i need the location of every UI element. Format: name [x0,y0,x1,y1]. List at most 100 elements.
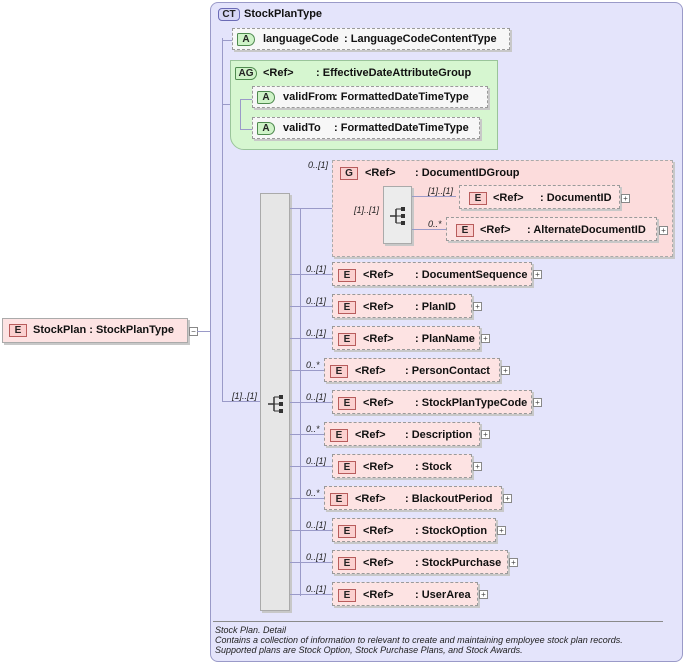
element-name: : AlternateDocumentID [527,224,646,236]
element-ref: <Ref> [363,333,394,345]
connector [222,401,260,402]
group-badge: G [340,167,358,180]
element-badge: E [456,224,474,237]
connector [240,129,254,130]
sequence-multiplicity: [1]..[1] [232,391,258,401]
element-StockOption[interactable]: E<Ref>: StockOption [332,518,496,542]
expand-toggle[interactable]: + [659,226,668,235]
element-StockPurchase[interactable]: E <Ref> : StockPurchase [332,550,508,574]
expand-toggle[interactable]: + [473,462,482,471]
attribute-type: : FormattedDateTimeType [334,122,469,134]
connector [222,38,223,401]
element-badge: E [338,589,356,602]
group-ref: <Ref> [365,167,396,179]
element-Stock[interactable]: E <Ref> : Stock [332,454,472,478]
expand-toggle[interactable]: + [533,398,542,407]
element-multiplicity: 0..[1] [306,328,327,338]
connector [290,562,332,563]
connector [412,196,456,197]
element-ref: <Ref> [363,589,394,601]
element-Description[interactable]: E <Ref> : Description [324,422,480,446]
expand-toggle[interactable]: + [621,194,630,203]
group-multiplicity: 0..[1] [308,160,329,170]
expand-toggle[interactable]: + [497,526,506,535]
expand-toggle[interactable]: + [509,558,518,567]
attribute-badge: A [257,91,275,104]
element-ref: <Ref> [355,429,386,441]
attribute-type: : LanguageCodeContentType [344,33,497,45]
attribute-badge: A [237,33,255,46]
attribute-badge: A [257,122,275,135]
choice-compositor[interactable] [383,186,412,244]
expand-toggle[interactable]: + [481,430,490,439]
choice-multiplicity: [1]..[1] [354,205,380,215]
element-multiplicity: [1]..[1] [428,186,454,196]
element-UserArea[interactable]: E <Ref> : UserArea [332,582,478,606]
element-name: : Stock [415,461,452,473]
connector [240,99,241,129]
connector [290,274,332,275]
expand-toggle[interactable]: + [479,590,488,599]
element-ref: <Ref> [363,397,394,409]
element-badge: E [9,324,27,337]
expand-toggle[interactable]: + [533,270,542,279]
element-StockPlanTypeCode[interactable]: E<Ref>: StockPlanTypeCode [332,390,532,414]
element-multiplicity: 0..[1] [306,392,327,402]
element-AlternateDocumentID[interactable]: E <Ref> : AlternateDocumentID [446,217,657,241]
element-ref: <Ref> [363,557,394,569]
element-badge: E [338,269,356,282]
expand-toggle[interactable]: + [503,494,512,503]
connector [222,104,234,105]
attribute-validTo[interactable]: A validTo : FormattedDateTimeType [252,117,480,139]
connector [290,530,332,531]
element-name: : PlanID [415,301,456,313]
attribute-group-ref: <Ref> [263,67,294,79]
attribute-languageCode[interactable]: A languageCode : LanguageCodeContentType [232,28,510,50]
attribute-group-badge: AG [235,67,257,80]
element-name: : DocumentID [540,192,612,204]
documentation-title: Stock Plan. Detail [215,625,287,635]
element-badge: E [338,461,356,474]
element-multiplicity: 0..* [306,488,320,498]
element-name: : PersonContact [405,365,490,377]
group-name: : DocumentIDGroup [415,167,520,179]
complex-type-name: StockPlanType [244,8,323,20]
attribute-name: validTo [283,122,321,134]
element-badge: E [338,333,356,346]
element-PersonContact[interactable]: E<Ref>: PersonContact [324,358,500,382]
element-badge: E [330,493,348,506]
connector [290,402,332,403]
element-name: : StockPurchase [415,557,502,569]
element-multiplicity: 0..* [306,360,320,370]
element-name: : StockOption [415,525,488,537]
sequence-compositor[interactable] [260,193,290,611]
element-PlanID[interactable]: E<Ref>: PlanID [332,294,472,318]
element-ref: <Ref> [480,224,511,236]
element-badge: E [469,192,487,205]
root-element[interactable]: E StockPlan : StockPlanType [2,318,188,343]
element-badge: E [330,429,348,442]
expand-toggle[interactable]: + [481,334,490,343]
expand-toggle[interactable]: + [501,366,510,375]
element-badge: E [338,557,356,570]
element-name: : DocumentSequence [415,269,528,281]
attribute-validFrom[interactable]: A validFrom : FormattedDateTimeType [252,86,488,108]
attribute-type: : FormattedDateTimeType [334,91,469,103]
element-ref: <Ref> [355,493,386,505]
element-multiplicity: 0..[1] [306,264,327,274]
element-multiplicity: 0..[1] [306,520,327,530]
element-ref: <Ref> [363,461,394,473]
element-multiplicity: 0..* [306,424,320,434]
connector [290,208,332,209]
element-BlackoutPeriod[interactable]: E <Ref> : BlackoutPeriod [324,486,502,510]
element-DocumentSequence[interactable]: E<Ref>: DocumentSequence [332,262,532,286]
element-name: : BlackoutPeriod [405,493,493,505]
expand-toggle[interactable]: + [473,302,482,311]
element-name: : Description [405,429,473,441]
choice-icon [390,207,405,225]
element-PlanName[interactable]: E <Ref> : PlanName [332,326,480,350]
element-name: : UserArea [415,589,471,601]
element-DocumentID[interactable]: E <Ref> : DocumentID [459,185,620,209]
element-name: : StockPlanTypeCode [415,397,528,409]
element-name: : PlanName [415,333,475,345]
